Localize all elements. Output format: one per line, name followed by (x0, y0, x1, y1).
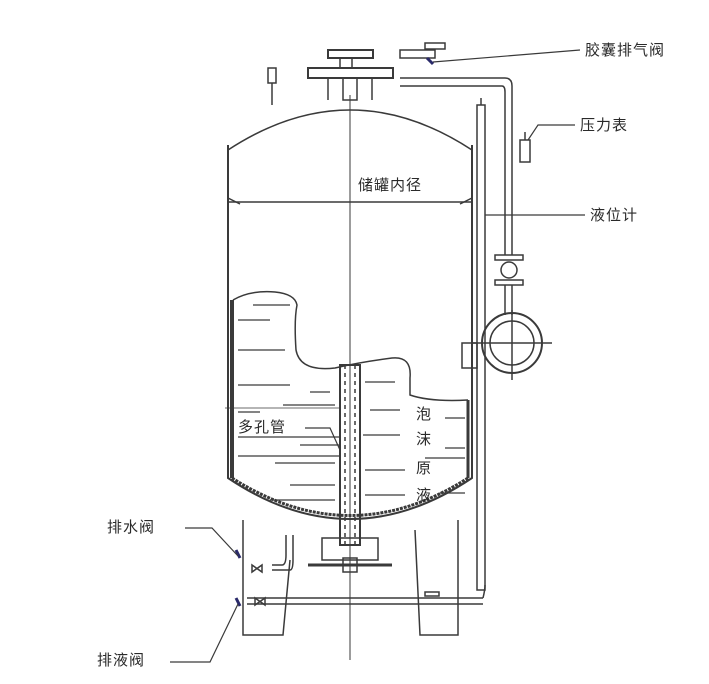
bottom-piping (247, 535, 486, 607)
label-level-gauge: 液位计 (590, 206, 639, 224)
label-foam-concentrate-1: 泡 (416, 405, 432, 423)
label-foam-concentrate-3: 原 (416, 459, 432, 477)
leader-lines (170, 49, 585, 663)
label-foam-concentrate-2: 沫 (416, 430, 432, 448)
top-left-fitting (267, 67, 277, 105)
perforated-pipe (308, 364, 392, 573)
bladder-outline (232, 290, 469, 402)
right-valve-assembly (472, 254, 552, 380)
label-drain-water-valve: 排水阀 (107, 518, 156, 536)
label-tank-inner-diameter: 储罐内径 (358, 176, 423, 194)
liquid-hatch-lines (225, 304, 465, 501)
valve-markers (234, 56, 435, 607)
level-gauge-tube (461, 98, 486, 591)
label-perforated-pipe: 多孔管 (238, 418, 287, 436)
pressure-gauge (519, 132, 531, 163)
label-foam-concentrate-4: 液 (416, 486, 432, 504)
label-bladder-vent-valve: 胶囊排气阀 (585, 41, 666, 59)
top-flange (307, 42, 513, 255)
label-drain-liquid-valve: 排液阀 (97, 651, 146, 669)
label-pressure-gauge: 压力表 (580, 116, 629, 134)
